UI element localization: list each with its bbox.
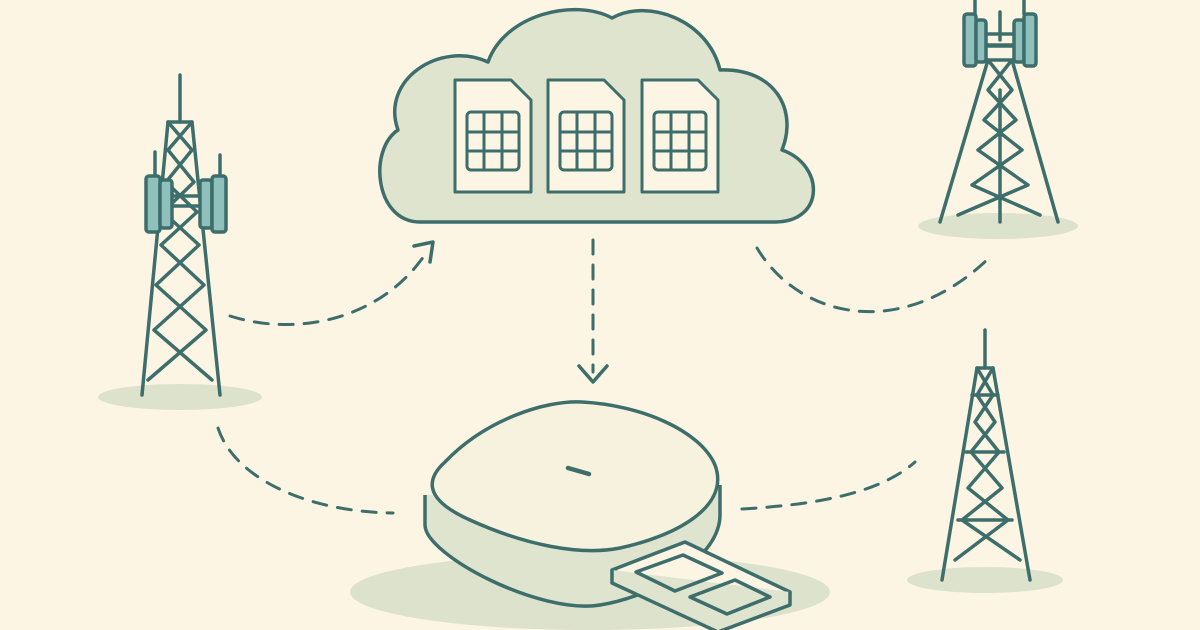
tower-left-shadow: [98, 384, 262, 410]
tower-top-right-shadow: [918, 213, 1078, 239]
sim-card-icon: [546, 78, 626, 194]
arrow-icon: [412, 240, 435, 264]
connection-cloud-to-right-tower: [755, 246, 994, 314]
tray-slot: [634, 553, 724, 593]
router-status-led: [565, 465, 592, 477]
connection-left-tower-to-cloud: [228, 248, 430, 327]
sim-card-icon: [640, 78, 720, 194]
connection-router-to-bottom-right-tower: [740, 460, 917, 511]
arrow-icon: [577, 364, 609, 384]
cell-tower-icon: [938, 0, 1060, 224]
tower-bottom-right-shadow: [907, 567, 1063, 593]
sim-card-icon: [453, 78, 533, 194]
sim-tray-icon: [610, 540, 792, 630]
cell-tower-icon: [140, 73, 228, 397]
cell-tower-icon: [940, 328, 1032, 582]
tray-slot: [688, 578, 772, 616]
connection-left-tower-to-router: [216, 426, 395, 515]
